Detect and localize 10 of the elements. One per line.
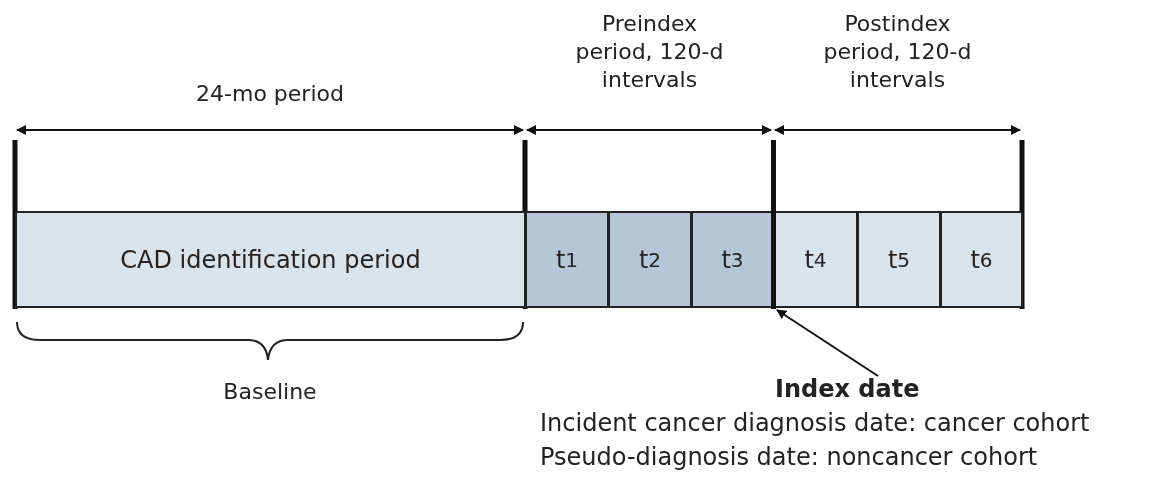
period-label: Postindex period, 120-d intervals — [822, 10, 973, 94]
leader-arrow — [776, 309, 879, 377]
period-box: CAD identification period — [15, 211, 526, 308]
annotation-heading: Index date — [774, 374, 921, 405]
period-label: 24-mo period — [195, 80, 345, 108]
period-label: Preindex period, 120-d intervals — [574, 10, 725, 94]
annotation-text: Pseudo-diagnosis date: noncancer cohort — [540, 442, 1039, 473]
annotation-text: Incident cancer diagnosis date: cancer cohort — [540, 408, 1091, 439]
index-date-bar — [771, 140, 776, 309]
brace-label: Baseline — [222, 378, 318, 406]
